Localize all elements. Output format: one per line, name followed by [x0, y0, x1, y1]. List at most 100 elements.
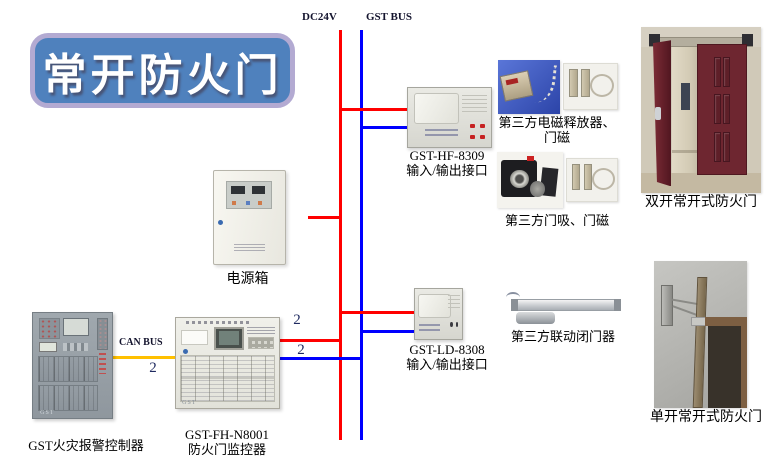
ld8308-label: GST-LD-8308 输入/输出接口: [390, 342, 504, 373]
monitor-model: GST-FH-N8001: [184, 427, 270, 442]
door-handle: [655, 106, 662, 120]
power-box-print-text: [233, 244, 266, 253]
controller-led-grid: [38, 318, 60, 340]
monitor-logo: GST: [182, 400, 197, 407]
single-door-label: 单开常开式防火门: [650, 410, 762, 425]
door-holder-magnet-face: [510, 169, 529, 188]
ld8308-model: GST-LD-8308: [409, 342, 485, 357]
double-door-photo: [641, 27, 761, 193]
controller-logo: GST: [40, 409, 55, 416]
monitor-card: [181, 329, 208, 345]
dc24v-bus-line: [339, 30, 342, 440]
monitor-keypad: [248, 336, 274, 349]
device-print-text: [424, 128, 458, 139]
fire-door-monitor-image: GST: [175, 317, 280, 409]
fire-alarm-controller-image: GST: [32, 312, 113, 419]
controller-label: GST火灾报警控制器: [28, 438, 144, 453]
monitor-terminal-grid: [180, 354, 275, 402]
power-box-image: [213, 170, 286, 265]
door-magnet-plate: [583, 164, 592, 191]
door-closer-endcap: [613, 299, 621, 312]
gst-bus-line: [360, 30, 363, 440]
monitor-print-text: [247, 327, 275, 335]
controller-indicator-strip: [97, 318, 109, 350]
wall-release-device: [661, 284, 673, 326]
power-box-label: 电源箱: [226, 272, 269, 287]
door-magnet-wire: [591, 168, 615, 191]
can-bus-line: [112, 356, 176, 359]
double-door-label: 双开常开式防火门: [645, 195, 757, 210]
door-leaf-open: [692, 277, 708, 408]
device-vents: [448, 295, 460, 308]
single-door-photo: [654, 261, 747, 408]
door-closer-photo: [505, 292, 623, 328]
door-frame-top: [705, 316, 747, 326]
door-frame-side: [741, 316, 747, 408]
diagram-title: 常开防火门: [42, 50, 283, 100]
device-led-indicators: [449, 320, 459, 328]
controller-lcd: [39, 342, 58, 352]
wire-hf8309-power: [339, 108, 408, 111]
controller-module-row: [37, 384, 98, 412]
power-box-leds: [232, 200, 265, 205]
hallway: [672, 46, 699, 174]
device-print-text: [418, 323, 441, 332]
em-release-photo: [498, 60, 560, 114]
release-device: [649, 34, 661, 47]
door-holder-arm: [530, 181, 545, 197]
wire-monitor-power: [280, 339, 342, 342]
hf8309-label: GST-HF-8309 输入/输出接口: [390, 148, 504, 179]
controller-screen: [63, 318, 90, 337]
release-device: [741, 34, 753, 47]
wire-monitor-signal: [278, 357, 363, 360]
dc24v-bus-label: DC24V: [302, 11, 337, 23]
hf8309-device-image: [407, 87, 492, 148]
door-holder-photo: [497, 152, 563, 208]
controller-led-column: [99, 352, 107, 374]
door-closer-cable: [506, 292, 521, 303]
door-closer-endcap: [510, 299, 518, 312]
device-cover: [413, 93, 460, 124]
wire-count-monitor-power: 2: [293, 312, 301, 328]
door-magnet-photo: [563, 63, 618, 110]
door-magnet-plate: [571, 164, 580, 191]
door-closer-rail: [510, 299, 621, 312]
em-release-label-line1: 第三方电磁释放器、: [498, 115, 616, 130]
monitor-desc: 防火门监控器: [187, 441, 266, 457]
controller-buttons: [63, 343, 88, 351]
em-release-label-line2: 门磁: [543, 129, 570, 145]
monitor-screen: [214, 327, 244, 350]
device-led-indicators: [469, 121, 486, 141]
door-holder-button: [527, 155, 534, 161]
door-leaf-open: [653, 40, 671, 187]
wire-ld8308-signal: [360, 330, 415, 333]
ld8308-device-image: [414, 288, 463, 340]
power-box-panel: [226, 181, 273, 210]
wire-count-can: 2: [149, 360, 157, 376]
monitor-lock: [183, 348, 189, 354]
power-box-display: [251, 186, 266, 194]
door-leaf-closed: [697, 43, 747, 175]
diagram-title-box: 常开防火门: [30, 33, 295, 108]
gst-bus-label: GST BUS: [366, 11, 412, 23]
monitor-header-text: [186, 320, 251, 325]
door-closer-cylinder: [515, 312, 555, 324]
wire-ld8308-power: [339, 311, 415, 314]
power-box-display: [231, 186, 245, 194]
hf8309-desc: 输入/输出接口: [406, 162, 488, 178]
door-magnet-wire: [589, 73, 615, 98]
device-vents: [461, 95, 487, 112]
wire-powerbox-output: [308, 216, 342, 219]
wire-count-monitor-signal: 2: [297, 342, 305, 358]
wire-hf8309-signal: [360, 126, 408, 129]
door-closer-label: 第三方联动闭门器: [510, 329, 615, 344]
monitor-label: GST-FH-N8001 防火门监控器: [170, 427, 284, 458]
door-magnet-plate: [568, 69, 578, 98]
can-bus-label: CAN BUS: [119, 337, 163, 348]
door-magnet-photo: [566, 158, 618, 202]
em-release-chain: [527, 63, 558, 105]
em-release-label: 第三方电磁释放器、 门磁: [488, 115, 626, 146]
device-cover: [418, 293, 452, 318]
ld8308-desc: 输入/输出接口: [406, 356, 488, 372]
